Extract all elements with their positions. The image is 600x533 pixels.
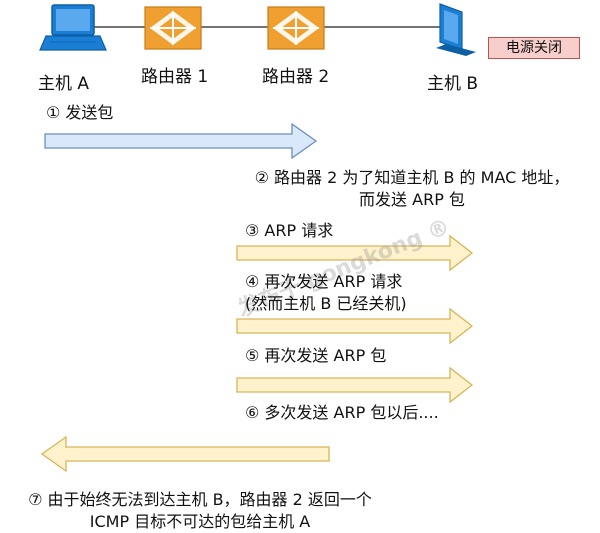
arrow-step-5-right bbox=[236, 366, 474, 404]
router-1-icon bbox=[144, 6, 202, 50]
arrow-step-4-right bbox=[236, 307, 474, 345]
step-1-text: ① 发送包 bbox=[46, 103, 114, 122]
step-4-line-1: ④ 再次发送 ARP 请求 bbox=[245, 272, 403, 291]
router-2-icon bbox=[267, 6, 325, 50]
arrow-step-1-right bbox=[44, 122, 318, 160]
router-1-label: 路由器 1 bbox=[141, 67, 209, 87]
step-3-text: ③ ARP 请求 bbox=[245, 221, 334, 240]
step-7-line-2: ICMP 目标不可达的包给主机 A bbox=[89, 512, 311, 531]
step-4-text: ④ 再次发送 ARP 请求 (然而主机 B 已经关机) bbox=[245, 271, 407, 315]
step-2-text: ② 路由器 2 为了知道主机 B 的 MAC 地址， 而发送 ARP 包 bbox=[241, 167, 583, 211]
host-b-monitor-icon bbox=[436, 3, 476, 56]
step-2-line-2: 而发送 ARP 包 bbox=[359, 190, 465, 209]
power-off-badge: 电源关闭 bbox=[488, 37, 580, 59]
step-4-line-2: (然而主机 B 已经关机) bbox=[245, 294, 407, 313]
router-2-label: 路由器 2 bbox=[262, 67, 330, 87]
host-a-label: 主机 A bbox=[38, 74, 90, 94]
step-6-text: ⑥ 多次发送 ARP 包以后.... bbox=[245, 403, 439, 422]
step-2-line-1: ② 路由器 2 为了知道主机 B 的 MAC 地址， bbox=[254, 168, 570, 187]
arrow-step-3-right bbox=[236, 234, 474, 272]
host-b-label: 主机 B bbox=[427, 74, 479, 94]
step-7-line-1: ⑦ 由于始终无法到达主机 B，路由器 2 返回一个 bbox=[28, 490, 372, 509]
arrow-step-7-left bbox=[40, 435, 330, 473]
host-a-laptop-icon bbox=[39, 4, 107, 51]
step-7-text: ⑦ 由于始终无法到达主机 B，路由器 2 返回一个 ICMP 目标不可达的包给主… bbox=[8, 489, 392, 533]
step-5-text: ⑤ 再次发送 ARP 包 bbox=[245, 346, 387, 365]
